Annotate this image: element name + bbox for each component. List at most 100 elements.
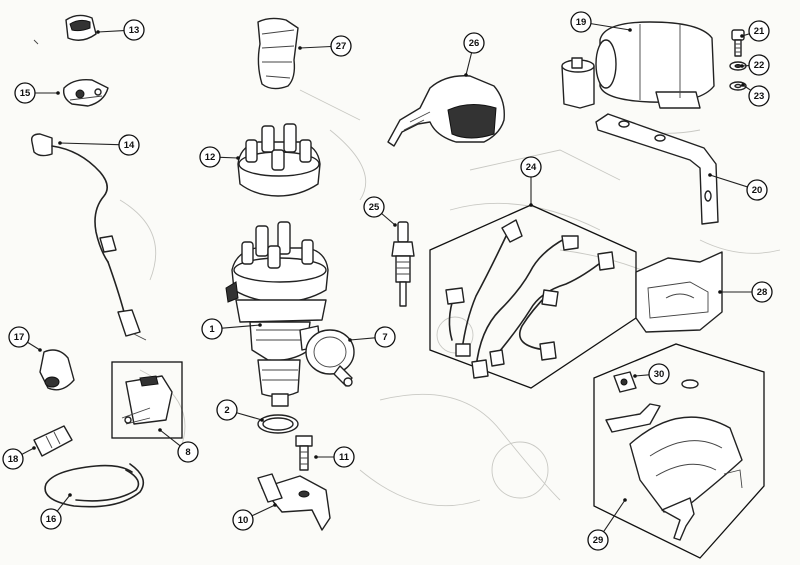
callout-8-bubble <box>177 441 199 463</box>
part-8-condenser <box>111 361 183 439</box>
callout-16-bubble <box>40 508 62 530</box>
callout-10: 10 <box>232 503 277 531</box>
callout-29-number: 29 <box>593 535 604 546</box>
callout-20: 20 <box>708 173 768 201</box>
callout-26-number: 26 <box>469 38 480 49</box>
callout-25-leader <box>381 213 396 226</box>
callout-13: 13 <box>96 19 145 41</box>
callout-27-number: 27 <box>336 41 347 52</box>
callout-1-pointer <box>258 323 262 327</box>
callout-24-bubble <box>520 156 542 178</box>
callout-24-number: 24 <box>526 162 537 173</box>
callout-20-leader <box>709 174 748 188</box>
callout-23-number: 23 <box>754 91 765 102</box>
part-24-ht-lead-set <box>429 204 637 389</box>
callout-29-pointer <box>623 498 627 502</box>
callout-1-bubble <box>201 318 223 340</box>
callout-10-pointer <box>273 503 277 507</box>
callout-17-pointer <box>38 348 42 352</box>
callout-16-number: 16 <box>46 514 57 525</box>
callout-28-pointer <box>718 290 722 294</box>
callout-17: 17 <box>8 326 42 352</box>
callout-1-leader <box>221 324 261 329</box>
callout-22-bubble <box>748 54 770 76</box>
callout-18-bubble <box>2 448 24 470</box>
callout-20-pointer <box>708 173 712 177</box>
callout-11-bubble <box>333 446 355 468</box>
callout-29-bubble <box>587 529 609 551</box>
callout-29: 29 <box>587 498 627 551</box>
callout-16: 16 <box>40 493 72 530</box>
callout-13-leader <box>97 30 125 33</box>
callout-10-number: 10 <box>238 515 249 526</box>
callout-30-leader <box>634 374 650 377</box>
callout-22-number: 22 <box>754 60 765 71</box>
callout-2: 2 <box>216 399 264 422</box>
part-17-boot <box>39 349 75 391</box>
callout-25-bubble <box>363 196 385 218</box>
callout-11: 11 <box>314 446 355 468</box>
callout-29-leader <box>603 499 626 533</box>
callout-21: 21 <box>740 20 770 42</box>
callout-13-bubble <box>123 19 145 41</box>
callout-12: 12 <box>199 146 240 168</box>
callout-21-bubble <box>748 20 770 42</box>
callout-30-pointer <box>633 374 637 378</box>
callout-7-number: 7 <box>382 332 387 343</box>
callout-19: 19 <box>570 11 632 33</box>
callout-21-pointer <box>740 34 744 38</box>
callout-26-bubble <box>463 32 485 54</box>
part-16-vacuum-pipe <box>44 463 145 508</box>
callout-25-pointer <box>393 223 397 227</box>
callout-labels: 1278101112131415161718192021222324252627… <box>2 11 773 551</box>
callout-8-pointer <box>158 428 162 432</box>
callout-26: 26 <box>463 32 485 77</box>
callout-19-leader <box>590 23 631 31</box>
part-11-bolt <box>295 435 313 471</box>
callout-28-bubble <box>751 281 773 303</box>
callout-7-pointer <box>348 338 352 342</box>
callout-2-bubble <box>216 399 238 421</box>
callout-27-bubble <box>330 35 352 57</box>
callout-12-bubble <box>199 146 221 168</box>
callout-19-pointer <box>628 28 632 32</box>
callout-14-bubble <box>118 134 140 156</box>
callout-23-bubble <box>748 85 770 107</box>
part-27-sleeve <box>257 17 299 90</box>
part-2-o-ring <box>257 414 299 434</box>
callout-24-pointer <box>529 203 533 207</box>
callout-15-pointer <box>56 91 60 95</box>
callout-20-bubble <box>746 179 768 201</box>
callout-2-leader <box>236 412 263 421</box>
callout-12-number: 12 <box>205 152 216 163</box>
part-26-coil-boot <box>387 75 505 147</box>
parts-29-30-shield-assembly <box>593 343 765 559</box>
callout-16-pointer <box>68 493 72 497</box>
callout-12-leader <box>219 156 239 159</box>
callout-25-number: 25 <box>369 202 380 213</box>
callout-30: 30 <box>633 363 670 385</box>
parts-21-23-fixings <box>729 29 747 91</box>
callout-15-number: 15 <box>20 88 31 99</box>
callout-24: 24 <box>520 156 542 207</box>
callout-17-number: 17 <box>14 332 25 343</box>
callout-7: 7 <box>348 326 396 348</box>
callout-19-bubble <box>570 11 592 33</box>
callout-14-number: 14 <box>124 140 135 151</box>
part-20-coil-bracket <box>595 113 719 225</box>
callout-19-number: 19 <box>576 17 587 28</box>
callout-18-leader <box>21 447 35 455</box>
callout-22: 22 <box>740 54 770 76</box>
part-18-suppressor <box>33 425 73 457</box>
callout-21-number: 21 <box>754 26 765 37</box>
callout-15-bubble <box>14 82 36 104</box>
part-15-contact-set <box>62 78 109 107</box>
callout-11-number: 11 <box>339 452 350 463</box>
callout-11-pointer <box>314 455 318 459</box>
callout-7-bubble <box>374 326 396 348</box>
part-13-rotor <box>33 14 97 45</box>
callout-27-pointer <box>298 46 302 50</box>
callout-30-number: 30 <box>654 369 665 380</box>
